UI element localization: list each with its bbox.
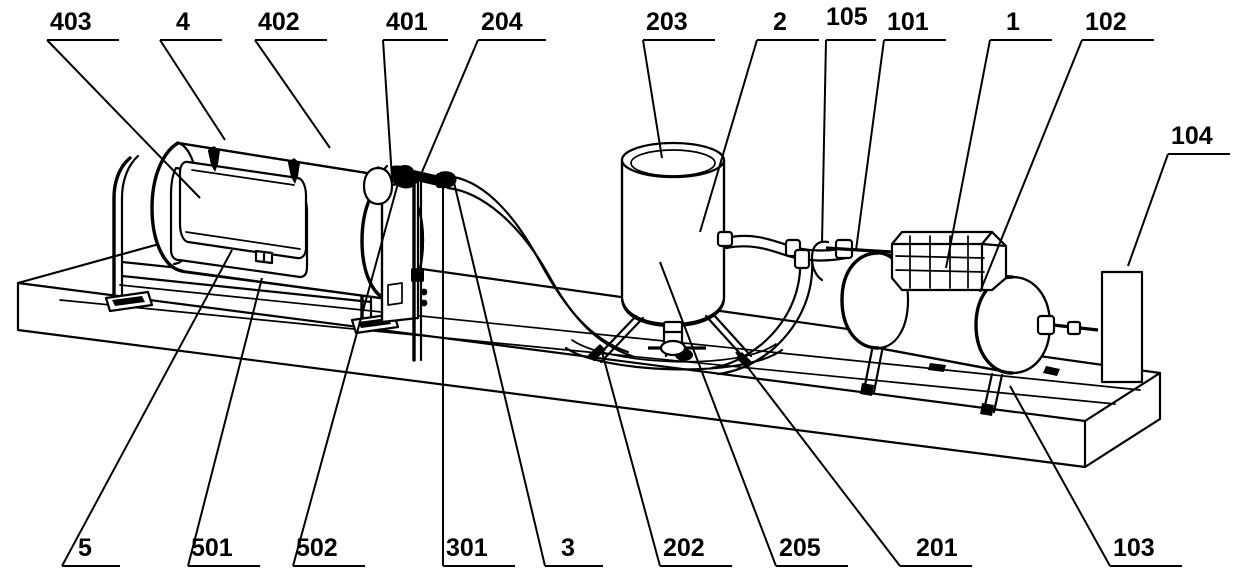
callout-101: 101: [887, 8, 929, 36]
tank-feet: [860, 348, 1060, 416]
callout-103: 103: [1113, 534, 1155, 562]
drum-body: [150, 141, 425, 302]
hopper-assembly: [564, 141, 784, 371]
rotating-drum-assembly: [104, 141, 451, 362]
callout-1: 1: [1006, 8, 1020, 36]
callout-402: 402: [258, 8, 300, 36]
control-cabinet: [1100, 270, 1144, 384]
callout-204: 204: [481, 8, 523, 36]
callout-2: 2: [773, 8, 787, 36]
callout-4: 4: [176, 8, 190, 36]
callout-202: 202: [663, 534, 705, 562]
callout-301: 301: [446, 534, 488, 562]
callout-203: 203: [646, 8, 688, 36]
callout-502: 502: [296, 534, 338, 562]
leader-lines: [46, 39, 1230, 567]
callout-201: 201: [916, 534, 958, 562]
callout-104: 104: [1171, 122, 1213, 150]
callout-403: 403: [50, 8, 92, 36]
callout-105: 105: [826, 3, 868, 31]
callout-401: 401: [386, 8, 428, 36]
feed-hose: [434, 171, 693, 361]
compressor-assembly: [810, 230, 1099, 416]
callout-205: 205: [779, 534, 821, 562]
callout-5: 5: [78, 534, 92, 562]
callout-3: 3: [561, 534, 575, 562]
callout-102: 102: [1085, 8, 1127, 36]
vertical-support-post: [411, 174, 424, 362]
callout-501: 501: [191, 534, 233, 562]
discharge-valve: [648, 320, 706, 357]
